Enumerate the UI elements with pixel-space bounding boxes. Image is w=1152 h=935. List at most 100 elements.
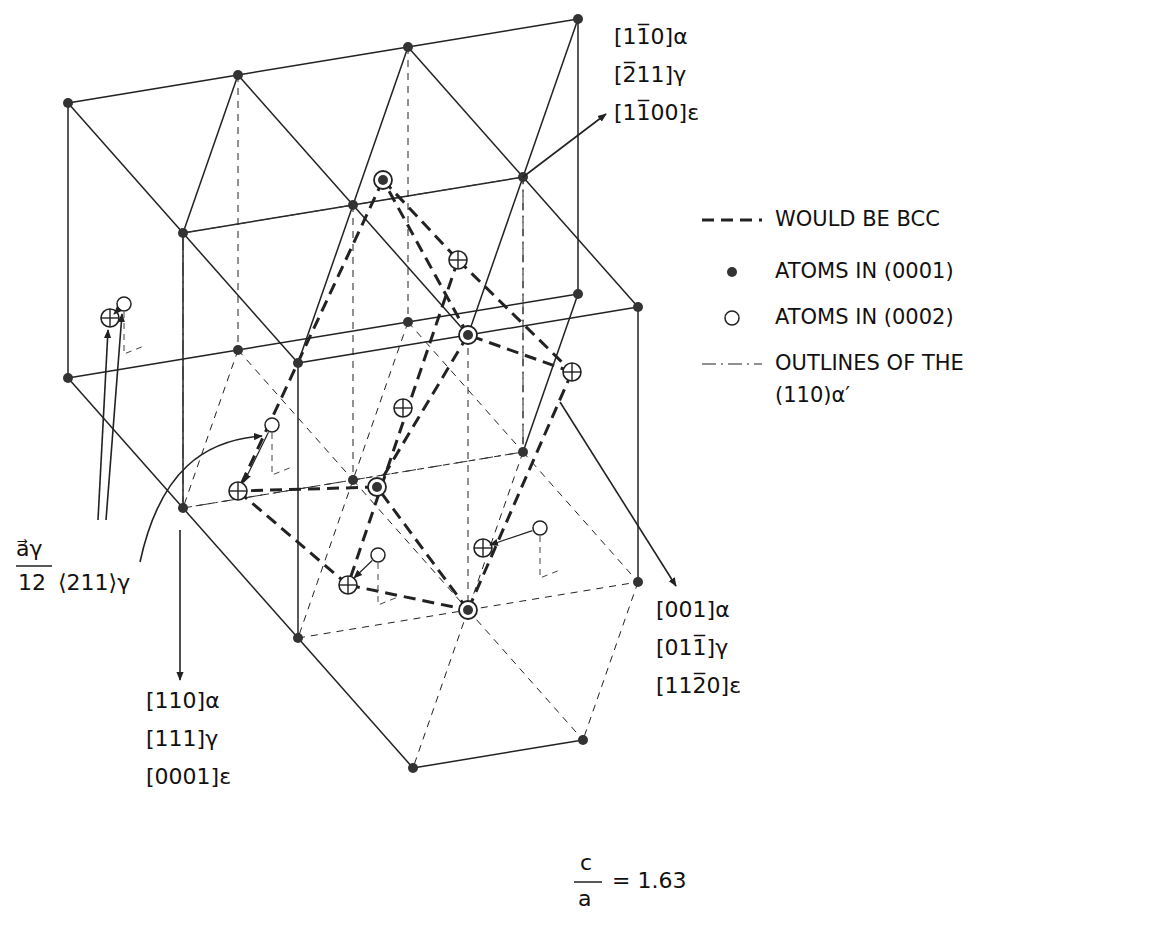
leader-arrow bbox=[140, 436, 262, 562]
lattice-edge bbox=[68, 350, 238, 378]
shifted-atom bbox=[449, 251, 467, 269]
lattice-edge bbox=[298, 638, 413, 768]
bcc-corner bbox=[368, 478, 386, 496]
atom-0001 bbox=[233, 70, 243, 80]
bcc-corner bbox=[378, 175, 388, 185]
lattice-edge bbox=[353, 47, 408, 205]
atom-0001 bbox=[408, 763, 418, 773]
fraction-bar bbox=[16, 565, 52, 567]
bcc-cell-edge bbox=[377, 335, 468, 487]
shift-arrow bbox=[354, 561, 372, 578]
bcc-cell-edge bbox=[377, 487, 468, 610]
atom-0001 bbox=[463, 605, 473, 615]
atom-0001 bbox=[63, 373, 73, 383]
fraction-bar bbox=[574, 881, 602, 883]
atom-0001 bbox=[233, 345, 243, 355]
lattice-edge bbox=[297, 363, 299, 638]
direction-arrow bbox=[98, 330, 108, 520]
bcc-cell-edge bbox=[238, 487, 377, 491]
direction-label: [11̅0]α bbox=[614, 24, 688, 50]
lattice-edge bbox=[183, 350, 238, 508]
bcc-cell-edge bbox=[348, 585, 468, 610]
atom-0001 bbox=[463, 330, 473, 340]
lattice-edge bbox=[468, 582, 638, 610]
direction-arrow bbox=[179, 530, 181, 680]
direction-arrow bbox=[523, 114, 606, 177]
legend-text: ATOMS IN (0002) bbox=[775, 302, 975, 334]
legend-sample bbox=[700, 302, 766, 334]
shifted-atom bbox=[339, 576, 357, 594]
legend-text: WOULD BE BCC bbox=[775, 204, 975, 236]
bcc-corner bbox=[463, 605, 473, 615]
shifted-atom bbox=[563, 363, 581, 381]
lattice-edge bbox=[468, 307, 638, 335]
legend-sample bbox=[700, 204, 766, 236]
lattice-edge bbox=[408, 47, 409, 322]
lattice-edge bbox=[238, 350, 353, 480]
lattice-edge bbox=[408, 322, 523, 452]
legend-sample bbox=[700, 348, 766, 380]
lattice-edge bbox=[468, 335, 469, 610]
atom-0002 bbox=[533, 521, 547, 535]
atom-0001 bbox=[178, 503, 188, 513]
lattice-edge bbox=[408, 19, 578, 47]
lattice-edge bbox=[468, 610, 583, 740]
bcc-corner bbox=[459, 326, 477, 344]
ratio-label: c bbox=[580, 850, 592, 876]
atom-0001 bbox=[178, 228, 188, 238]
direction-label: [001]α bbox=[656, 597, 730, 623]
shift-vector-label: 12 bbox=[18, 570, 46, 596]
projection-line bbox=[540, 536, 560, 578]
lattice-edge bbox=[68, 103, 183, 233]
ratio-label: = 1.63 bbox=[612, 868, 686, 894]
direction-label: [011̅]γ bbox=[656, 635, 728, 661]
atom-0002 bbox=[371, 548, 385, 562]
legend-sample bbox=[700, 256, 766, 288]
atom-0001 bbox=[633, 302, 643, 312]
lattice-edge bbox=[67, 103, 69, 378]
lattice-edge bbox=[583, 582, 638, 740]
atom-0001 bbox=[63, 98, 73, 108]
bcc-cell-edge bbox=[468, 335, 572, 372]
ratio-label: a bbox=[578, 886, 591, 912]
shifted-atom bbox=[474, 539, 492, 557]
direction-arrow bbox=[106, 314, 122, 520]
shifted-atom bbox=[394, 399, 412, 417]
direction-label: [11̅00]ε bbox=[614, 100, 699, 126]
plane-outline bbox=[183, 177, 523, 508]
atom-0001 bbox=[578, 735, 588, 745]
bcc-cell-edge bbox=[468, 372, 572, 610]
bcc-corner bbox=[459, 601, 477, 619]
bcc-cell-edge bbox=[458, 260, 572, 372]
lattice-edge bbox=[413, 740, 583, 768]
atom-0001 bbox=[293, 633, 303, 643]
bcc-corner bbox=[463, 330, 473, 340]
lattice-edge bbox=[183, 508, 298, 638]
lattice-edge bbox=[238, 75, 353, 205]
direction-label: [2̅11]γ bbox=[614, 62, 686, 88]
lattice-edge bbox=[413, 610, 468, 768]
lattice-edge bbox=[577, 19, 579, 294]
lattice-edge bbox=[298, 610, 468, 638]
atom-0002 bbox=[117, 297, 131, 311]
atom-0001 bbox=[348, 200, 358, 210]
lattice-edge bbox=[408, 47, 523, 177]
lattice-edge bbox=[468, 452, 523, 610]
bcc-corner bbox=[372, 482, 382, 492]
bcc-cell-edge bbox=[238, 180, 383, 491]
shift-arrow bbox=[490, 531, 532, 545]
direction-label: [111]γ bbox=[146, 726, 218, 752]
legend-text: OUTLINES OF THE (110)α′ bbox=[775, 348, 975, 411]
bcc-cell-edge bbox=[348, 260, 458, 585]
atom-0001 bbox=[573, 14, 583, 24]
lattice-edge bbox=[353, 205, 354, 480]
lattice-edge bbox=[238, 47, 408, 75]
shift-vector-label: a⃗γ bbox=[16, 536, 43, 562]
lattice-edge bbox=[523, 452, 638, 582]
atom-0001 bbox=[633, 577, 643, 587]
bcc-cell-edge bbox=[238, 491, 348, 585]
atom-0001 bbox=[348, 475, 358, 485]
lattice-edge bbox=[523, 19, 578, 177]
shifted-atom bbox=[229, 482, 247, 500]
